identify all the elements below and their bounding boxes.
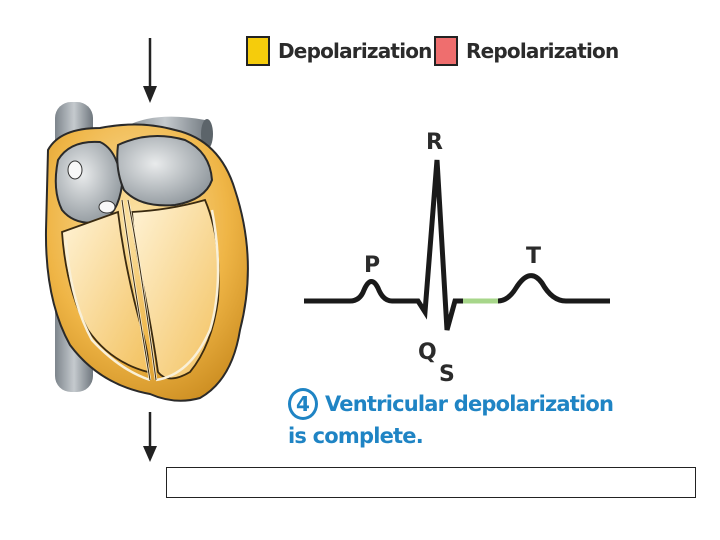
legend-repolarization: Repolarization	[434, 33, 619, 69]
answer-box[interactable]	[166, 467, 696, 498]
heart-illustration	[44, 38, 249, 462]
r-wave-label: R	[426, 130, 443, 155]
ecg-waveform	[304, 159, 463, 331]
s-wave-label: S	[439, 362, 455, 387]
caption-line-2: is complete.	[288, 424, 424, 448]
depolarization-swatch	[246, 36, 270, 66]
depolarization-label: Depolarization	[278, 39, 432, 63]
left-atrium	[116, 135, 214, 207]
arrow-down-top-icon	[143, 38, 157, 103]
repolarization-label: Repolarization	[466, 39, 619, 63]
t-wave	[497, 273, 610, 304]
p-wave-label: P	[364, 253, 381, 278]
t-wave-label: T	[526, 244, 542, 269]
legend-depolarization: Depolarization	[246, 33, 432, 69]
repolarization-swatch	[434, 36, 458, 66]
q-wave-label: Q	[418, 340, 437, 365]
step-number-badge: 4	[288, 388, 318, 420]
arrow-down-bottom-icon	[143, 412, 157, 462]
caption-line-1: Ventricular depolarization	[325, 392, 614, 416]
